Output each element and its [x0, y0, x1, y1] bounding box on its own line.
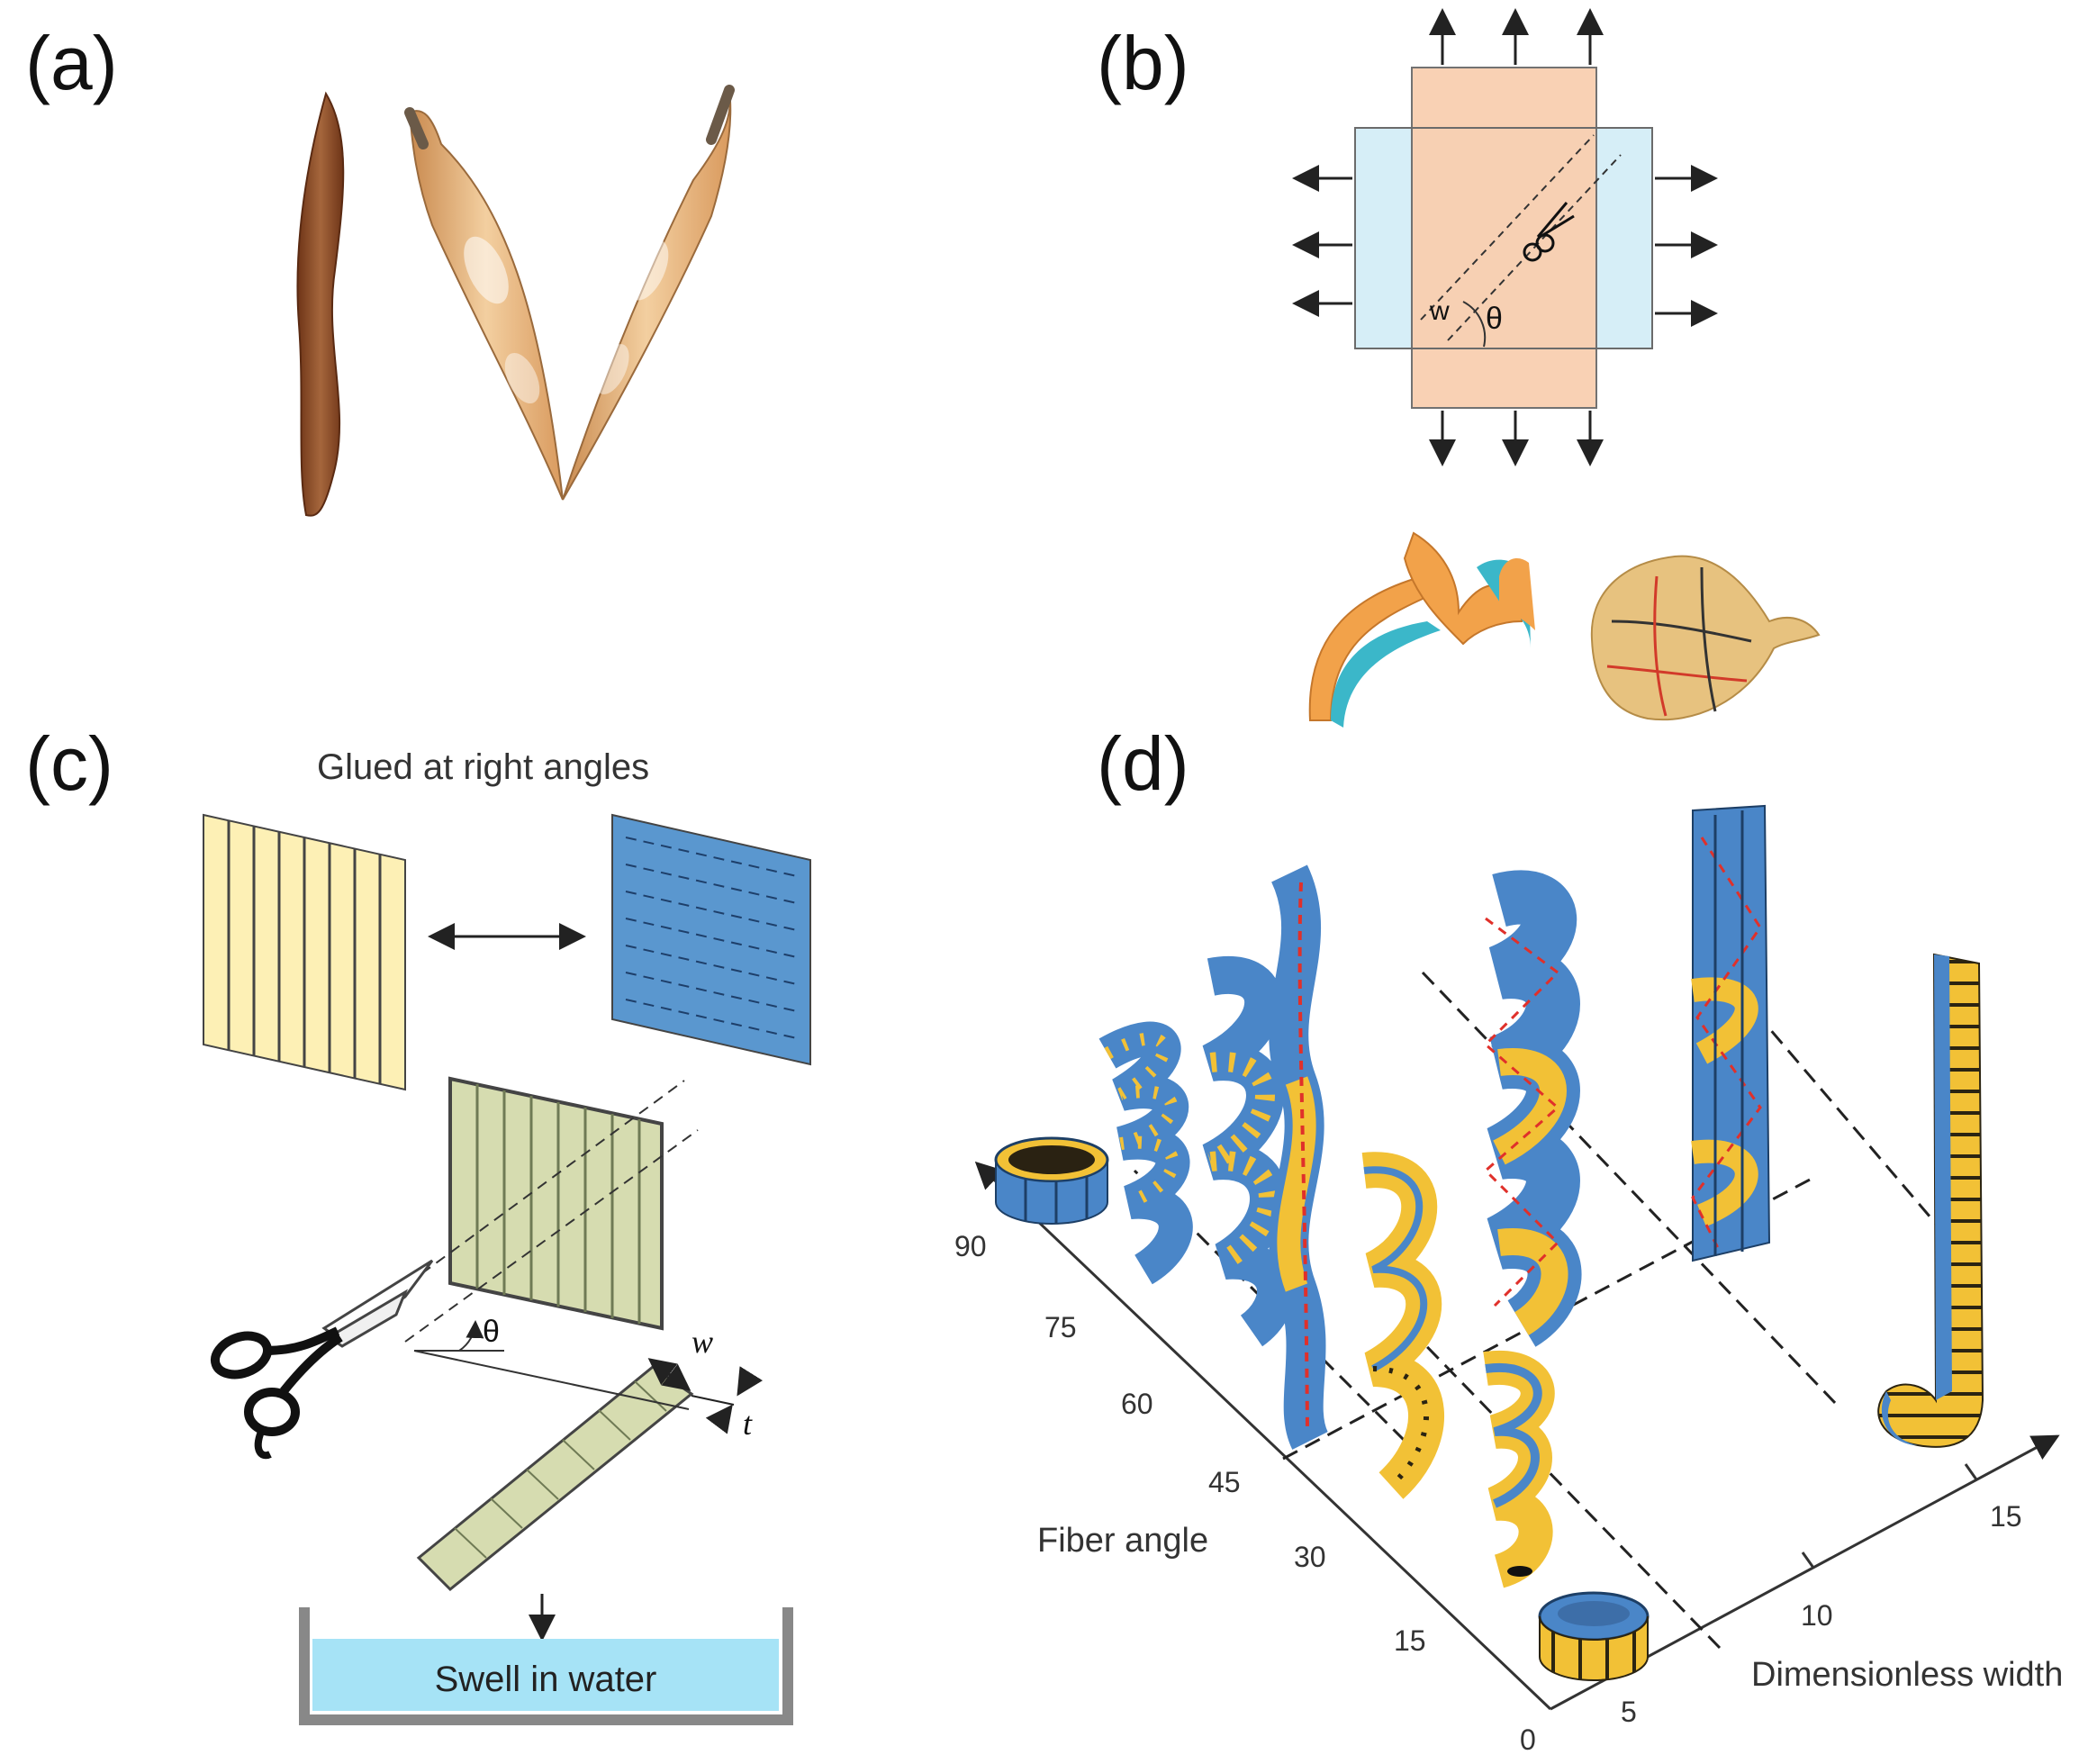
ribbon-twisted-45	[1269, 864, 1329, 1450]
ribbon-ring-0	[1538, 1591, 1650, 1681]
panel-b-angle-symbol: θ	[1486, 302, 1503, 336]
panel-c-width-symbol: w	[691, 1324, 713, 1360]
cut-strip	[413, 1350, 764, 1642]
scissors-icon	[1523, 202, 1575, 262]
fiber-angle-tick-75: 75	[1044, 1311, 1077, 1343]
panel-c-thickness-symbol: t	[743, 1406, 753, 1442]
blue-fiber-sheet	[611, 813, 811, 1066]
width-ticks: 5 10 15	[1621, 1500, 2022, 1728]
fiber-angle-tick-60: 60	[1121, 1388, 1153, 1420]
width-tick-10: 10	[1801, 1599, 1833, 1632]
twisted-bilayer-strip	[1308, 531, 1535, 728]
panel-c-label: (c)	[25, 721, 113, 806]
water-bath	[299, 1607, 793, 1725]
fiber-angle-tick-15: 15	[1394, 1624, 1426, 1657]
width-tick-5: 5	[1621, 1696, 1637, 1728]
panel-c-title: Glued at right angles	[317, 747, 649, 787]
ribbon-helix-75	[1098, 1021, 1193, 1285]
opened-seed-pod	[404, 85, 735, 501]
panel-c-angle-symbol: θ	[483, 1315, 500, 1349]
fiber-angle-tick-30: 30	[1294, 1541, 1326, 1573]
laminated-bilayer-sheet	[377, 1076, 699, 1352]
ribbon-ring-90	[994, 1136, 1109, 1225]
yellow-fiber-sheet	[203, 813, 406, 1091]
ribbon-curl-wide	[1877, 953, 1984, 1448]
ribbon-tube-60-wide	[1691, 804, 1771, 1262]
fiber-angle-axis-label: Fiber angle	[1037, 1522, 1208, 1560]
fiber-angle-tick-45: 45	[1208, 1466, 1241, 1498]
fiber-angle-ticks: 90 75 60 45 30 15 0	[954, 1230, 1536, 1756]
panel-a-label: (a)	[25, 21, 118, 105]
ribbon-coil-15	[1483, 1350, 1555, 1588]
width-axis-label: Dimensionless width	[1751, 1656, 2063, 1694]
width-tick-15: 15	[1990, 1500, 2022, 1533]
ribbon-helix-60	[1201, 956, 1295, 1347]
scissors-icon	[210, 1259, 434, 1460]
closed-seed-pod	[296, 91, 345, 517]
panel-c-bath-label: Swell in water	[435, 1660, 657, 1699]
fiber-angle-tick-0: 0	[1520, 1723, 1536, 1756]
ribbon-tube-45-wide	[1483, 870, 1582, 1347]
panel-d-label: (d)	[1097, 721, 1189, 806]
prestretched-bilayer-schematic	[1292, 8, 1718, 466]
ribbon-helix-30	[1361, 1152, 1444, 1499]
curved-gel-sheet	[1590, 555, 1821, 721]
fiber-angle-tick-90: 90	[954, 1230, 987, 1262]
panel-b-label: (b)	[1097, 21, 1189, 105]
panel-b-width-symbol: w	[1429, 296, 1450, 326]
